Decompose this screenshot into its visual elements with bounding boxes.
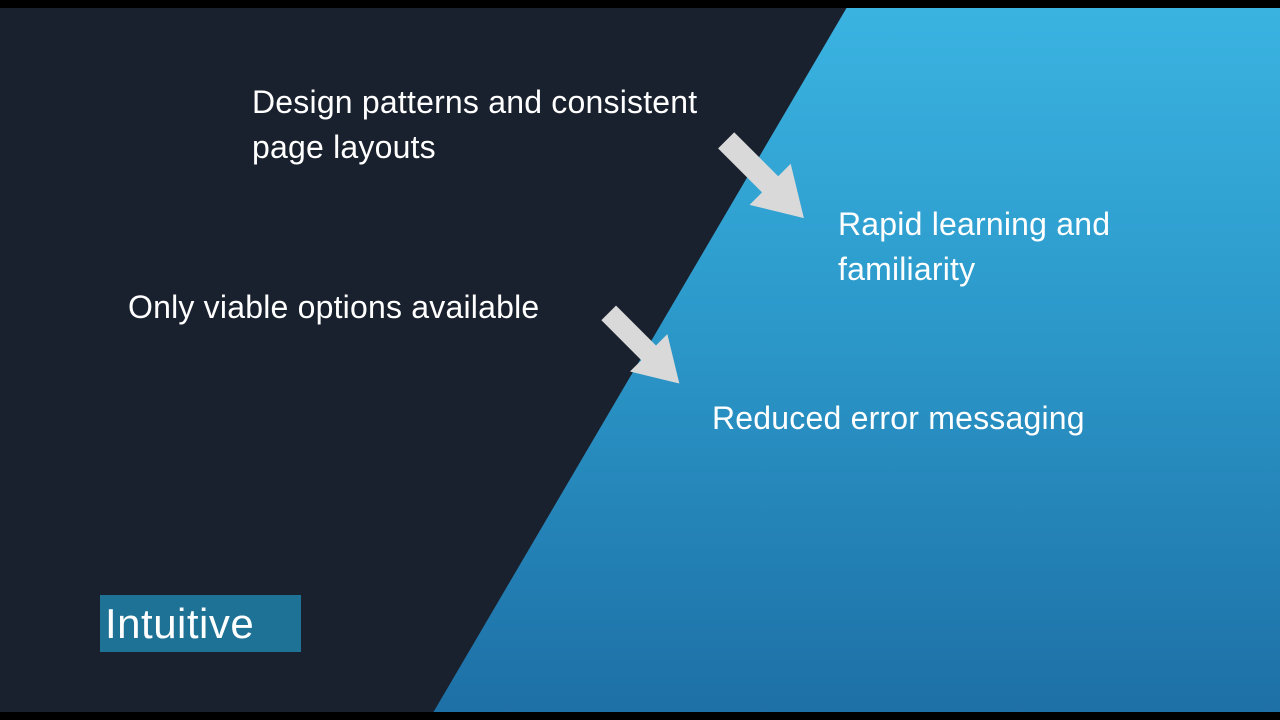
category-label: Intuitive: [100, 595, 301, 652]
cause-text-design-patterns: Design patterns and consistent page layo…: [252, 84, 698, 166]
category-label-text: Intuitive: [105, 599, 255, 647]
cause-text-viable-options: Only viable options available: [128, 289, 540, 325]
arrow-icon: [703, 117, 828, 242]
effect-text-reduced-errors: Reduced error messaging: [712, 400, 1085, 436]
letterbox-bottom: [0, 712, 1280, 720]
letterbox-top: [0, 0, 1280, 8]
arrow-icon: [587, 291, 700, 404]
effect-text-rapid-learning: Rapid learning and familiarity: [838, 206, 1111, 288]
